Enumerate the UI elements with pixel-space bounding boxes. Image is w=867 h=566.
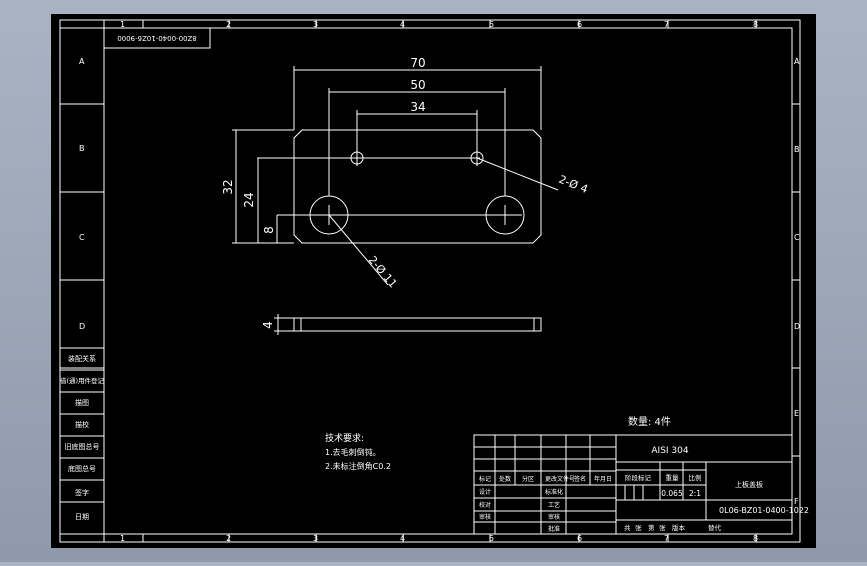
strip-label-7: 日期 (75, 513, 89, 521)
tb-footer-5: 替代 (708, 523, 722, 532)
left-zone-c: C (79, 233, 85, 242)
plate-side-view[interactable]: 4 (261, 314, 542, 335)
material-text: AISI 304 (651, 446, 688, 456)
drawing-sheet (51, 14, 816, 548)
vertical-dimensions: 32 24 8 (221, 129, 294, 244)
tb-scale-value: 2:1 (689, 489, 701, 498)
tb-mid-2: 审核 (548, 513, 560, 521)
tb-header-2: 分区 (522, 475, 534, 483)
strip-label-3: 描校 (75, 420, 89, 429)
tb-scale-label: 比例 (689, 473, 702, 482)
tb-mid-3: 批准 (548, 525, 560, 533)
tb-footer-2: 第 (648, 523, 655, 532)
top-zone-4: 4 (400, 20, 405, 29)
tb-header-5: 年月日 (594, 475, 612, 483)
right-zone-b: B (794, 145, 800, 154)
bottom-zone-3: 3 (313, 534, 318, 543)
dim-overall-width: 70 (410, 56, 425, 70)
tech-req-heading: 技术要求: (325, 432, 364, 444)
tb-footer-4: 版本 (672, 523, 686, 532)
tb-weight-value: 0.065 (661, 489, 683, 498)
top-zone-1: 1 (120, 20, 125, 29)
tb-mid-0: 标准化 (545, 488, 563, 496)
right-zone-strip: A B C D E F (792, 57, 800, 506)
top-zone-6: 6 (577, 20, 582, 29)
inner-frame (59, 27, 793, 535)
bottom-zone-1: 1 (120, 534, 125, 543)
left-zone-d: D (79, 322, 85, 331)
tb-header-3: 更改文件号 (545, 475, 575, 483)
tb-header-4: 签名 (574, 475, 586, 483)
tech-req-item-2: 2.未标注倒角C0.2 (325, 461, 391, 471)
tb-header-0: 标记 (479, 475, 491, 483)
tb-role-1: 校对 (479, 501, 491, 509)
tb-mid-1: 工艺 (548, 501, 560, 509)
bottom-zone-4: 4 (400, 534, 405, 543)
horizontal-dimensions: 70 50 34 (293, 56, 542, 196)
top-zone-2: 2 (226, 20, 231, 29)
right-zone-e: E (794, 409, 799, 418)
left-zone-b: B (79, 144, 85, 153)
dim-thickness: 4 (261, 321, 275, 329)
dim-small-hole-spacing: 34 (410, 100, 425, 114)
left-signature-strip: 装配关系 借(通)用件登记 描图 描校 旧底图总号 底图总号 签字 日期 (60, 347, 105, 521)
tb-drawing-number: 0L06-BZ01-0400-1022 (719, 506, 809, 515)
tb-role-2: 审核 (479, 513, 491, 521)
bottom-zone-strip: 1 2 3 4 5 6 7 8 (120, 534, 758, 543)
dim-height: 32 (221, 179, 235, 194)
dim-large-hole-height: 8 (262, 226, 276, 234)
quantity-note: 数量: 4件 (628, 415, 671, 428)
dim-large-hole-spacing: 50 (410, 78, 425, 92)
tb-role-0: 设计 (479, 488, 491, 496)
strip-label-5: 底图总号 (68, 464, 96, 473)
title-block: AISI 304 标记 处数 分区 更改文件号 签名 年月日 设计 校对 审核 … (473, 434, 809, 535)
strip-label-1: 借(通)用件登记 (60, 376, 105, 385)
tech-req-item-1: 1.去毛刺倒钝。 (325, 447, 381, 457)
top-zone-8: 8 (753, 20, 758, 29)
strip-label-4: 旧底图总号 (65, 442, 100, 451)
top-zone-3: 3 (313, 20, 318, 29)
right-zone-d: D (794, 322, 800, 331)
tb-footer-1: 张 (635, 523, 642, 532)
tb-footer-0: 共 (624, 523, 631, 532)
right-zone-c: C (794, 233, 800, 242)
tb-weight-label: 重量 (666, 474, 680, 482)
left-zone-a: A (79, 57, 85, 66)
top-zone-5: 5 (489, 20, 494, 29)
right-zone-f: F (794, 497, 799, 506)
top-zone-7: 7 (664, 20, 669, 29)
rotated-code-box: 8Z00-0040-10Z6-9000 (103, 27, 211, 49)
technical-requirements: 技术要求: 1.去毛刺倒钝。 2.未标注倒角C0.2 (325, 432, 391, 471)
top-zone-strip: 1 2 3 4 5 6 7 8 (120, 20, 758, 29)
tb-footer-3: 张 (659, 523, 666, 532)
rotated-code-text: 8Z00-0040-10Z6-9000 (117, 34, 197, 42)
dim-small-hole-height: 24 (242, 192, 256, 207)
strip-label-0: 装配关系 (68, 354, 96, 363)
tb-header-1: 处数 (499, 475, 511, 483)
plate-outline (293, 129, 542, 244)
bottom-zone-6: 6 (577, 534, 582, 543)
bottom-zone-5: 5 (489, 534, 494, 543)
bottom-zone-8: 8 (753, 534, 758, 543)
strip-label-2: 描图 (75, 398, 89, 407)
bottom-zone-7: 7 (664, 534, 669, 543)
bottom-zone-2: 2 (226, 534, 231, 543)
left-zone-strip: A B C D (60, 20, 105, 542)
right-zone-a: A (794, 57, 800, 66)
strip-label-6: 签字 (75, 488, 89, 497)
tb-stage-label: 阶段标记 (625, 473, 652, 482)
tb-part-name: 上板盖板 (735, 480, 763, 489)
